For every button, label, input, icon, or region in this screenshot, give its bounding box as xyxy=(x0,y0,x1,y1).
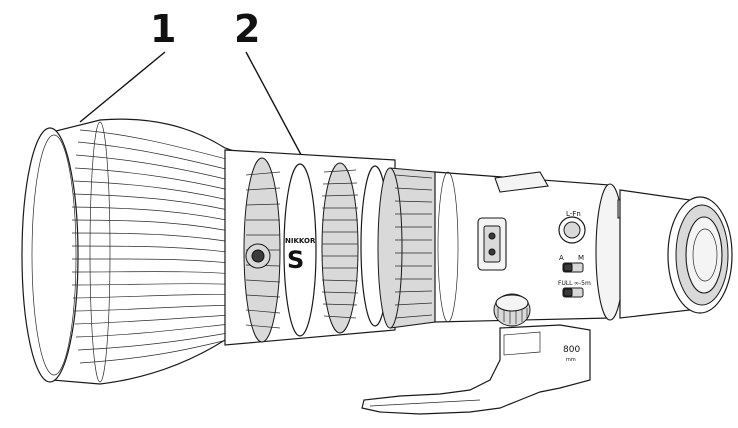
callout-1: 1 xyxy=(150,7,176,51)
lens-barrel: L-Fn A M FULL ∞-5m xyxy=(224,149,661,346)
leader-line-1 xyxy=(79,51,166,123)
focus-limiter-switch: FULL ∞-5m xyxy=(558,280,591,298)
tripod-collar-knob xyxy=(493,293,531,327)
focal-length-marking: 800 xyxy=(563,345,580,355)
focus-mode-m-label: M xyxy=(578,254,584,262)
focal-unit-marking: mm xyxy=(566,357,576,363)
lens-mount xyxy=(619,189,733,319)
brand-label: NIKKOR xyxy=(285,237,316,245)
focus-mode-a-label: A xyxy=(559,254,564,262)
lfn-button: L-Fn xyxy=(558,210,586,244)
tripod-foot: 800 mm xyxy=(361,324,591,415)
lfn-label: L-Fn xyxy=(566,210,581,218)
limiter-range-label: ∞-5m xyxy=(574,280,591,287)
limiter-full-label: FULL xyxy=(558,280,573,287)
control-ring xyxy=(321,162,359,334)
callout-2: 2 xyxy=(234,7,260,51)
lens-branding: NIKKOR S xyxy=(285,237,316,274)
series-label: S xyxy=(287,246,304,274)
focus-ring xyxy=(377,167,436,329)
lens-hood xyxy=(21,118,261,385)
focus-mode-switch: A M xyxy=(559,254,584,273)
switch-panel xyxy=(477,217,507,271)
